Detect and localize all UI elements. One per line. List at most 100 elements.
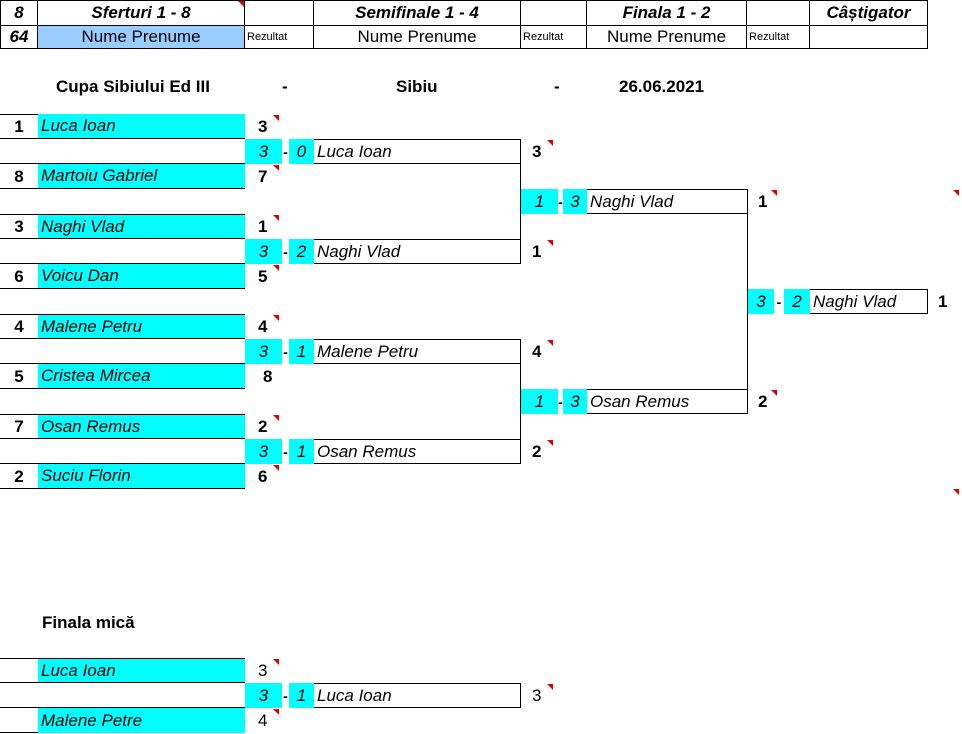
comment-marker [273, 709, 279, 715]
sf-result: 1 [532, 241, 542, 261]
qf-result: 2 [258, 416, 268, 436]
winner-score-a[interactable]: 3 [748, 289, 774, 314]
comment-marker [273, 659, 279, 665]
final-player-name[interactable]: Naghi Vlad [587, 189, 748, 214]
qf-result: 6 [258, 466, 268, 486]
comment-marker [547, 240, 553, 246]
qf-seed: 5 [14, 366, 24, 386]
header-quarterfinals: Sferturi 1 - 8 [38, 0, 245, 26]
comment-marker [547, 340, 553, 346]
small-final-match-result: 3 [532, 685, 542, 705]
header-winner: Câștigator [810, 0, 928, 26]
sf-score-a[interactable]: 3 [245, 339, 282, 364]
comment-marker [273, 415, 279, 421]
sf-result: 3 [532, 141, 542, 161]
final-score-dash: - [558, 393, 563, 410]
sf-result: 2 [532, 441, 542, 461]
small-final-title: Finala mică [42, 613, 135, 632]
comment-marker [547, 140, 553, 146]
comment-marker [273, 465, 279, 471]
final-result: 1 [758, 191, 768, 211]
small-final-player-result: 3 [258, 660, 268, 680]
sf-score-b[interactable]: 2 [289, 239, 314, 264]
small-final-player-result: 4 [258, 710, 268, 730]
small-final-match-name[interactable]: Luca Ioan [314, 683, 521, 708]
header-col-c [245, 0, 314, 26]
small-final-score-b[interactable]: 1 [289, 683, 314, 708]
qf-player-name[interactable]: Naghi Vlad [38, 214, 245, 239]
header-result-quarterfinals: Rezultat [245, 26, 314, 49]
qf-player-name[interactable]: Voicu Dan [38, 264, 245, 289]
final-result: 2 [758, 391, 768, 411]
final-score-a[interactable]: 1 [521, 189, 558, 214]
sf-player-name[interactable]: Malene Petru [314, 339, 521, 364]
comment-marker [547, 440, 553, 446]
qf-seed: 6 [14, 266, 24, 286]
final-score-b[interactable]: 3 [563, 389, 587, 414]
sf-player-name[interactable]: Naghi Vlad [314, 239, 521, 264]
final-score-dash: - [558, 193, 563, 210]
comment-marker [273, 265, 279, 271]
qf-result: 7 [258, 166, 268, 186]
qf-result: 3 [258, 116, 268, 136]
header-final: Finala 1 - 2 [587, 0, 747, 26]
sf-score-b[interactable]: 1 [289, 439, 314, 464]
qf-result: 4 [258, 316, 268, 336]
sf-score-b[interactable]: 1 [289, 339, 314, 364]
qf-player-name[interactable]: Osan Remus [38, 414, 245, 439]
final-player-name[interactable]: Osan Remus [587, 389, 748, 414]
qf-result: 5 [258, 266, 268, 286]
bracket-connector [520, 364, 521, 439]
qf-result: 1 [258, 216, 268, 236]
header-col-a: 8 [0, 0, 38, 26]
header-semifinals: Semifinale 1 - 4 [314, 0, 521, 26]
sf-score-dash: - [283, 243, 288, 260]
qf-player-name[interactable]: Suciu Florin [38, 464, 245, 489]
sf-result: 4 [532, 341, 542, 361]
sf-score-dash: - [283, 343, 288, 360]
small-final-score-dash: - [283, 687, 288, 704]
header-col-e [521, 0, 587, 26]
final-score-b[interactable]: 3 [563, 189, 587, 214]
qf-seed: 7 [14, 416, 24, 436]
qf-seed: 2 [14, 466, 24, 486]
header-col-g [747, 0, 810, 26]
winner-score-dash: - [776, 293, 782, 310]
comment-marker [953, 190, 959, 196]
qf-player-name[interactable]: Martoiu Gabriel [38, 164, 245, 189]
comment-marker [953, 489, 959, 495]
header-result-semifinals: Rezultat [521, 26, 587, 49]
sf-player-name[interactable]: Luca Ioan [314, 139, 521, 164]
final-score-a[interactable]: 1 [521, 389, 558, 414]
qf-player-name[interactable]: Cristea Mircea [38, 364, 245, 389]
comment-marker [771, 190, 777, 196]
sf-score-a[interactable]: 3 [245, 439, 282, 464]
winner-player-name[interactable]: Naghi Vlad [810, 289, 928, 314]
sf-score-b[interactable]: 0 [289, 139, 314, 164]
comment-marker [273, 315, 279, 321]
winner-score-b[interactable]: 2 [784, 289, 810, 314]
event-separator: - [282, 77, 288, 96]
header-result-final: Rezultat [747, 26, 810, 49]
event-name: Cupa Sibiului Ed III [56, 77, 210, 96]
sf-score-a[interactable]: 3 [245, 239, 282, 264]
header-count: 64 [0, 26, 38, 49]
sf-score-dash: - [283, 143, 288, 160]
small-final-score-a[interactable]: 3 [245, 683, 282, 708]
qf-player-name[interactable]: Luca Ioan [38, 114, 245, 139]
qf-seed: 3 [14, 216, 24, 236]
header-name-quarterfinals[interactable]: Nume Prenume [38, 26, 245, 49]
event-location: Sibiu [396, 77, 438, 96]
header-winner-blank [810, 26, 928, 49]
qf-player-name[interactable]: Malene Petru [38, 314, 245, 339]
qf-seed: 4 [14, 316, 24, 336]
sf-player-name[interactable]: Osan Remus [314, 439, 521, 464]
header-name-semifinals: Nume Prenume [314, 26, 521, 49]
header-name-final: Nume Prenume [587, 26, 747, 49]
small-final-player-name[interactable]: Luca Ioan [38, 658, 245, 683]
event-separator: - [554, 77, 560, 96]
event-date: 26.06.2021 [619, 77, 705, 96]
sf-score-a[interactable]: 3 [245, 139, 282, 164]
comment-marker [771, 390, 777, 396]
small-final-player-name[interactable]: Malene Petre [38, 708, 245, 733]
